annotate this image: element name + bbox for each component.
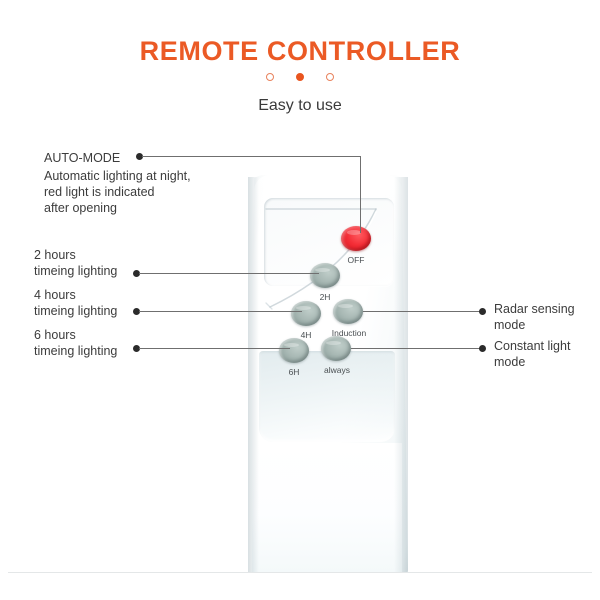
leader-dot-timer-6h	[133, 345, 140, 352]
button-6h-label: 6H	[288, 367, 300, 377]
carousel-dots	[0, 73, 600, 81]
annotation-timer-6h-body: 6 hours timeing lighting	[34, 328, 118, 358]
leader-line-auto-mode-horizontal	[142, 156, 361, 157]
leader-dot-constant-light	[479, 345, 486, 352]
carousel-dot-3[interactable]	[326, 73, 334, 81]
page-title: REMOTE CONTROLLER	[139, 36, 461, 66]
leader-dot-timer-2h	[133, 270, 140, 277]
remote-controller-device: OFF 2H 4H Induction 6H always	[248, 175, 408, 573]
carousel-dot-2-active[interactable]	[296, 73, 304, 81]
page-subtitle: Easy to use	[258, 97, 342, 114]
leader-line-constant-light	[351, 348, 480, 349]
leader-line-auto-mode-vertical	[360, 156, 361, 233]
button-4h[interactable]	[291, 301, 321, 326]
button-induction-label: Induction	[331, 328, 367, 338]
leader-dot-radar-sensing	[479, 308, 486, 315]
button-off-label: OFF	[347, 255, 365, 265]
leader-dot-timer-4h	[133, 308, 140, 315]
remote-lower-recess	[259, 351, 395, 442]
button-induction[interactable]	[333, 299, 363, 324]
leader-line-timer-4h	[139, 311, 302, 312]
button-2h-label: 2H	[319, 292, 331, 302]
annotation-constant-light-body: Constant light mode	[494, 339, 571, 369]
button-off[interactable]	[341, 226, 371, 251]
annotation-auto-mode-body: Automatic lighting at night, red light i…	[44, 169, 191, 215]
button-always-label: always	[324, 365, 350, 375]
annotation-timer-2h-body: 2 hours timeing lighting	[34, 248, 118, 278]
leader-line-radar-sensing	[363, 311, 480, 312]
button-2h[interactable]	[310, 263, 340, 288]
annotation-timer-4h-body: 4 hours timeing lighting	[34, 288, 118, 318]
bottom-divider	[8, 572, 592, 573]
button-4h-label: 4H	[300, 330, 312, 340]
button-6h[interactable]	[279, 338, 309, 363]
carousel-dot-1[interactable]	[266, 73, 274, 81]
leader-line-timer-6h	[139, 348, 290, 349]
leader-line-timer-2h	[139, 273, 319, 274]
annotation-auto-mode-title: AUTO-MODE	[44, 151, 121, 165]
annotation-radar-sensing-body: Radar sensing mode	[494, 302, 575, 332]
button-always[interactable]	[321, 336, 351, 361]
leader-dot-auto-mode	[136, 153, 143, 160]
